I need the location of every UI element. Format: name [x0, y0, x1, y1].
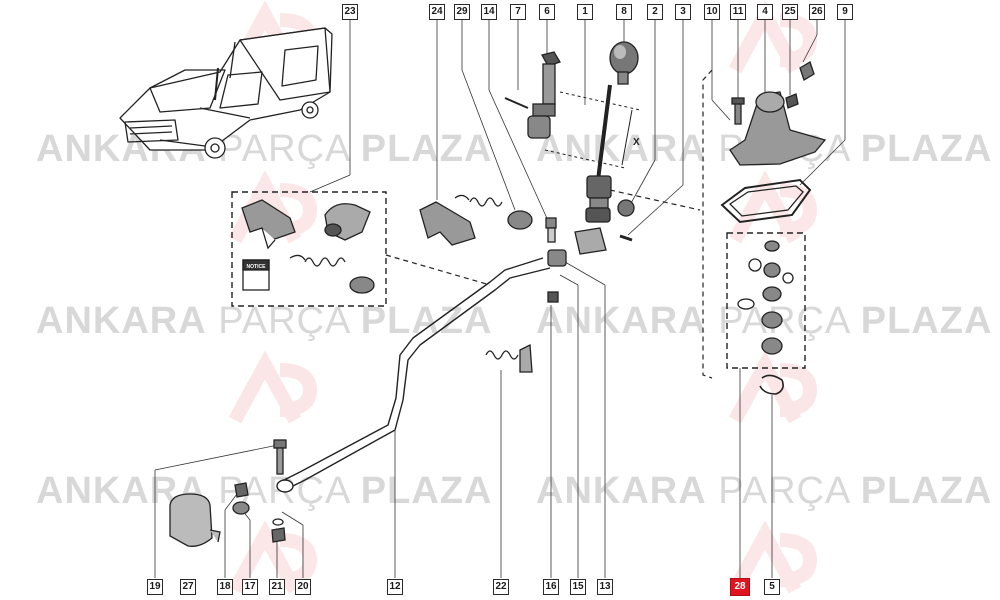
- callout-1[interactable]: 1: [577, 4, 593, 20]
- booklet-label: NOTICE: [247, 264, 267, 270]
- callout-11[interactable]: 11: [730, 4, 746, 20]
- callout-10[interactable]: 10: [704, 4, 720, 20]
- callout-13[interactable]: 13: [597, 579, 613, 595]
- callout-3[interactable]: 3: [675, 4, 691, 20]
- callout-25[interactable]: 25: [782, 4, 798, 20]
- dimension-label: X: [633, 137, 640, 148]
- selector-spring-parts: [419, 194, 557, 246]
- callout-15[interactable]: 15: [570, 579, 586, 595]
- callout-19[interactable]: 19: [147, 579, 163, 595]
- dashed-connectors: [385, 69, 713, 379]
- bottom-hardware: [232, 439, 287, 543]
- group-23-parts: [241, 199, 375, 294]
- callout-7[interactable]: 7: [510, 4, 526, 20]
- callout-21[interactable]: 21: [269, 579, 285, 595]
- callout-8[interactable]: 8: [616, 4, 632, 20]
- circlip-5: [759, 374, 784, 395]
- callout-27[interactable]: 27: [180, 579, 196, 595]
- lever-housing: [720, 61, 827, 224]
- callout-2[interactable]: 2: [647, 4, 663, 20]
- gear-lever: [574, 41, 639, 255]
- callout-20[interactable]: 20: [295, 579, 311, 595]
- callout-17[interactable]: 17: [242, 579, 258, 595]
- callout-23[interactable]: 23: [342, 4, 358, 20]
- group-box-28: [726, 232, 806, 369]
- callout-18[interactable]: 18: [217, 579, 233, 595]
- callout-4[interactable]: 4: [757, 4, 773, 20]
- bolt-assembly: [504, 51, 561, 139]
- callout-9[interactable]: 9: [837, 4, 853, 20]
- dimension-x: [544, 91, 641, 169]
- callout-6[interactable]: 6: [539, 4, 555, 20]
- callout-16[interactable]: 16: [543, 579, 559, 595]
- callout-14[interactable]: 14: [481, 4, 497, 20]
- van-illustration: [119, 27, 333, 159]
- callout-26[interactable]: 26: [809, 4, 825, 20]
- rubber-mount: [169, 493, 221, 547]
- callout-5[interactable]: 5: [764, 579, 780, 595]
- callout-28-selected[interactable]: 28: [730, 578, 750, 596]
- linkage-rod: [276, 257, 551, 493]
- callout-29[interactable]: 29: [454, 4, 470, 20]
- group-box-23: [231, 191, 387, 307]
- leader-lines: [154, 20, 846, 578]
- callout-22[interactable]: 22: [493, 579, 509, 595]
- callout-24[interactable]: 24: [429, 4, 445, 20]
- group-28-parts: [737, 240, 794, 355]
- link-joint: [485, 249, 567, 373]
- watermark-logos: [228, 0, 818, 594]
- callout-12[interactable]: 12: [387, 579, 403, 595]
